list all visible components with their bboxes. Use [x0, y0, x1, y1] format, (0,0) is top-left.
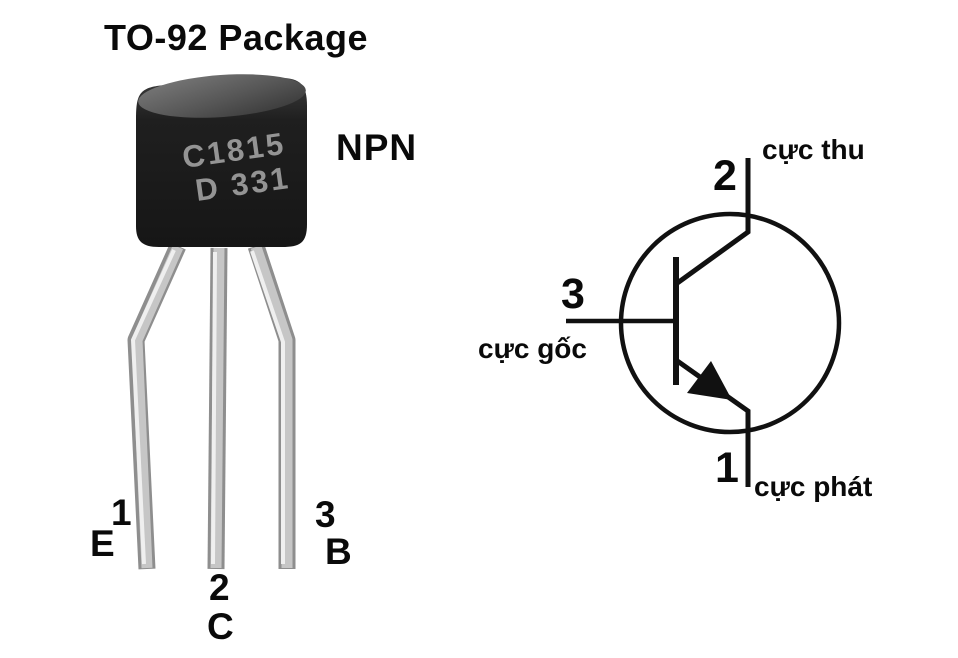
pin2-number-label: 2 — [209, 567, 230, 608]
emitter-arrow-icon — [687, 361, 732, 400]
pin1-name-label: E — [90, 523, 115, 564]
pin1-number-label: 1 — [111, 492, 132, 533]
transistor-type-label: NPN — [336, 127, 418, 168]
symbol-emitter-label: cực phát — [754, 471, 873, 502]
package-body: C1815 D 331 — [136, 74, 307, 247]
symbol-base-label: cực gốc — [478, 333, 587, 364]
package-leads — [127, 242, 296, 570]
lead-emitter — [127, 242, 186, 570]
pin3-number-label: 3 — [315, 494, 336, 535]
figure-title: TO-92 Package — [104, 17, 368, 58]
symbol-base-pin-number: 3 — [561, 270, 585, 318]
pin2-name-label: C — [207, 606, 234, 647]
package-body-front — [136, 77, 307, 247]
npn-symbol — [566, 158, 842, 487]
lead-collector — [207, 247, 228, 570]
pin3-name-label: B — [325, 531, 352, 572]
symbol-collector-pin-number: 2 — [713, 152, 737, 200]
lead-base — [247, 243, 296, 569]
symbol-collector-lead — [674, 158, 751, 287]
package-body-top-face — [138, 74, 306, 118]
symbol-collector-label: cực thu — [762, 134, 865, 165]
symbol-emitter-pin-number: 1 — [715, 444, 739, 492]
